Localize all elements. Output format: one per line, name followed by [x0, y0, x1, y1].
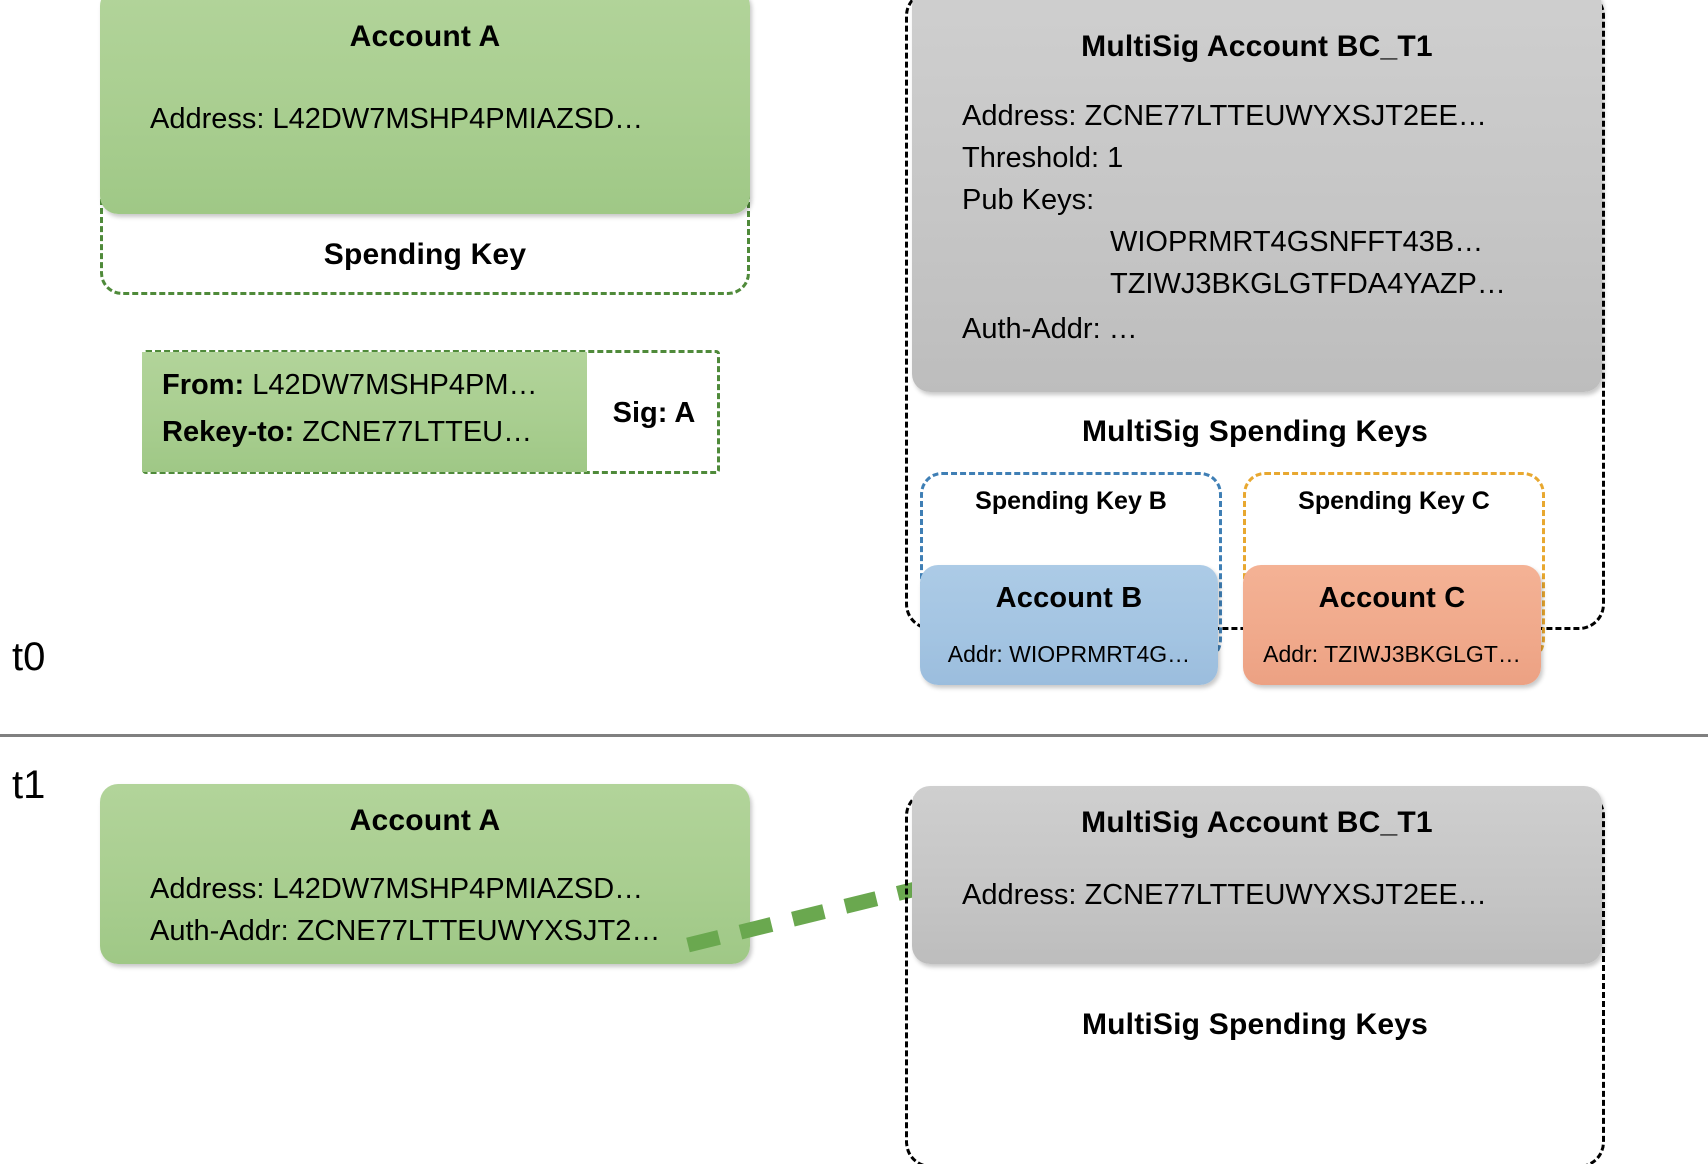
- account-a-title-t0: Account A: [349, 20, 501, 53]
- multisig-auth-addr-t0: Auth-Addr: …: [962, 313, 1138, 345]
- transaction-body-t0: From: L42DW7MSHP4PM… Rekey-to: ZCNE77LTT…: [142, 352, 587, 472]
- multisig-card-t1: MultiSig Account BC_T1 Address: ZCNE77LT…: [912, 786, 1602, 964]
- account-c-address: Addr: TZIWJ3BKGLGT…: [1263, 641, 1521, 667]
- account-a-auth-addr-t1: Auth-Addr: ZCNE77LTTEUWYXSJT2…: [150, 915, 661, 947]
- account-a-card-t0: Account A Address: L42DW7MSHP4PMIAZSD…: [100, 0, 750, 214]
- account-c-card: Account C Addr: TZIWJ3BKGLGT…: [1243, 565, 1541, 685]
- timeline-divider: [0, 734, 1708, 737]
- timeline-label-t0: t0: [12, 635, 46, 679]
- multisig-pubkey-1-t0: TZIWJ3BKGLGTFDA4YAZP…: [1110, 268, 1506, 300]
- multisig-spending-keys-label-t1: MultiSig Spending Keys: [1081, 1008, 1429, 1041]
- multisig-card-t0: MultiSig Account BC_T1 Address: ZCNE77LT…: [912, 0, 1602, 392]
- spending-key-c-label: Spending Key C: [1298, 487, 1490, 515]
- account-b-card: Account B Addr: WIOPRMRT4G…: [920, 565, 1218, 685]
- multisig-title-t0: MultiSig Account BC_T1: [1081, 30, 1433, 63]
- account-a-title-t1: Account A: [349, 804, 501, 837]
- account-a-spending-key-label: Spending Key: [323, 238, 527, 271]
- account-b-title: Account B: [995, 582, 1143, 614]
- transaction-rekey-row: Rekey-to: ZCNE77LTTEU…: [162, 409, 532, 456]
- transaction-from-row: From: L42DW7MSHP4PM…: [162, 362, 537, 409]
- transaction-rekey-value: ZCNE77LTTEU…: [302, 416, 533, 448]
- multisig-address-t0: Address: ZCNE77LTTEUWYXSJT2EE…: [962, 100, 1487, 132]
- account-a-address-t0: Address: L42DW7MSHP4PMIAZSD…: [150, 103, 644, 135]
- timeline-label-t1: t1: [12, 763, 46, 807]
- transaction-rekey-label: Rekey-to:: [162, 416, 295, 448]
- multisig-threshold-t0: Threshold: 1: [962, 142, 1124, 174]
- multisig-pubkeys-label-t0: Pub Keys:: [962, 184, 1095, 216]
- account-b-address: Addr: WIOPRMRT4G…: [947, 641, 1191, 667]
- multisig-title-t1: MultiSig Account BC_T1: [1081, 806, 1433, 839]
- account-a-address-t1: Address: L42DW7MSHP4PMIAZSD…: [150, 873, 644, 905]
- multisig-spending-keys-label-t0: MultiSig Spending Keys: [1081, 415, 1429, 448]
- multisig-pubkey-0-t0: WIOPRMRT4GSNFFT43B…: [1110, 226, 1484, 258]
- account-c-title: Account C: [1318, 582, 1466, 614]
- account-a-card-t1: Account A Address: L42DW7MSHP4PMIAZSD… A…: [100, 784, 750, 964]
- spending-key-b-label: Spending Key B: [975, 487, 1167, 515]
- transaction-signature-label: Sig: A: [612, 397, 696, 429]
- transaction-from-value: L42DW7MSHP4PM…: [252, 369, 538, 401]
- transaction-from-label: From:: [162, 369, 245, 401]
- multisig-address-t1: Address: ZCNE77LTTEUWYXSJT2EE…: [962, 879, 1487, 911]
